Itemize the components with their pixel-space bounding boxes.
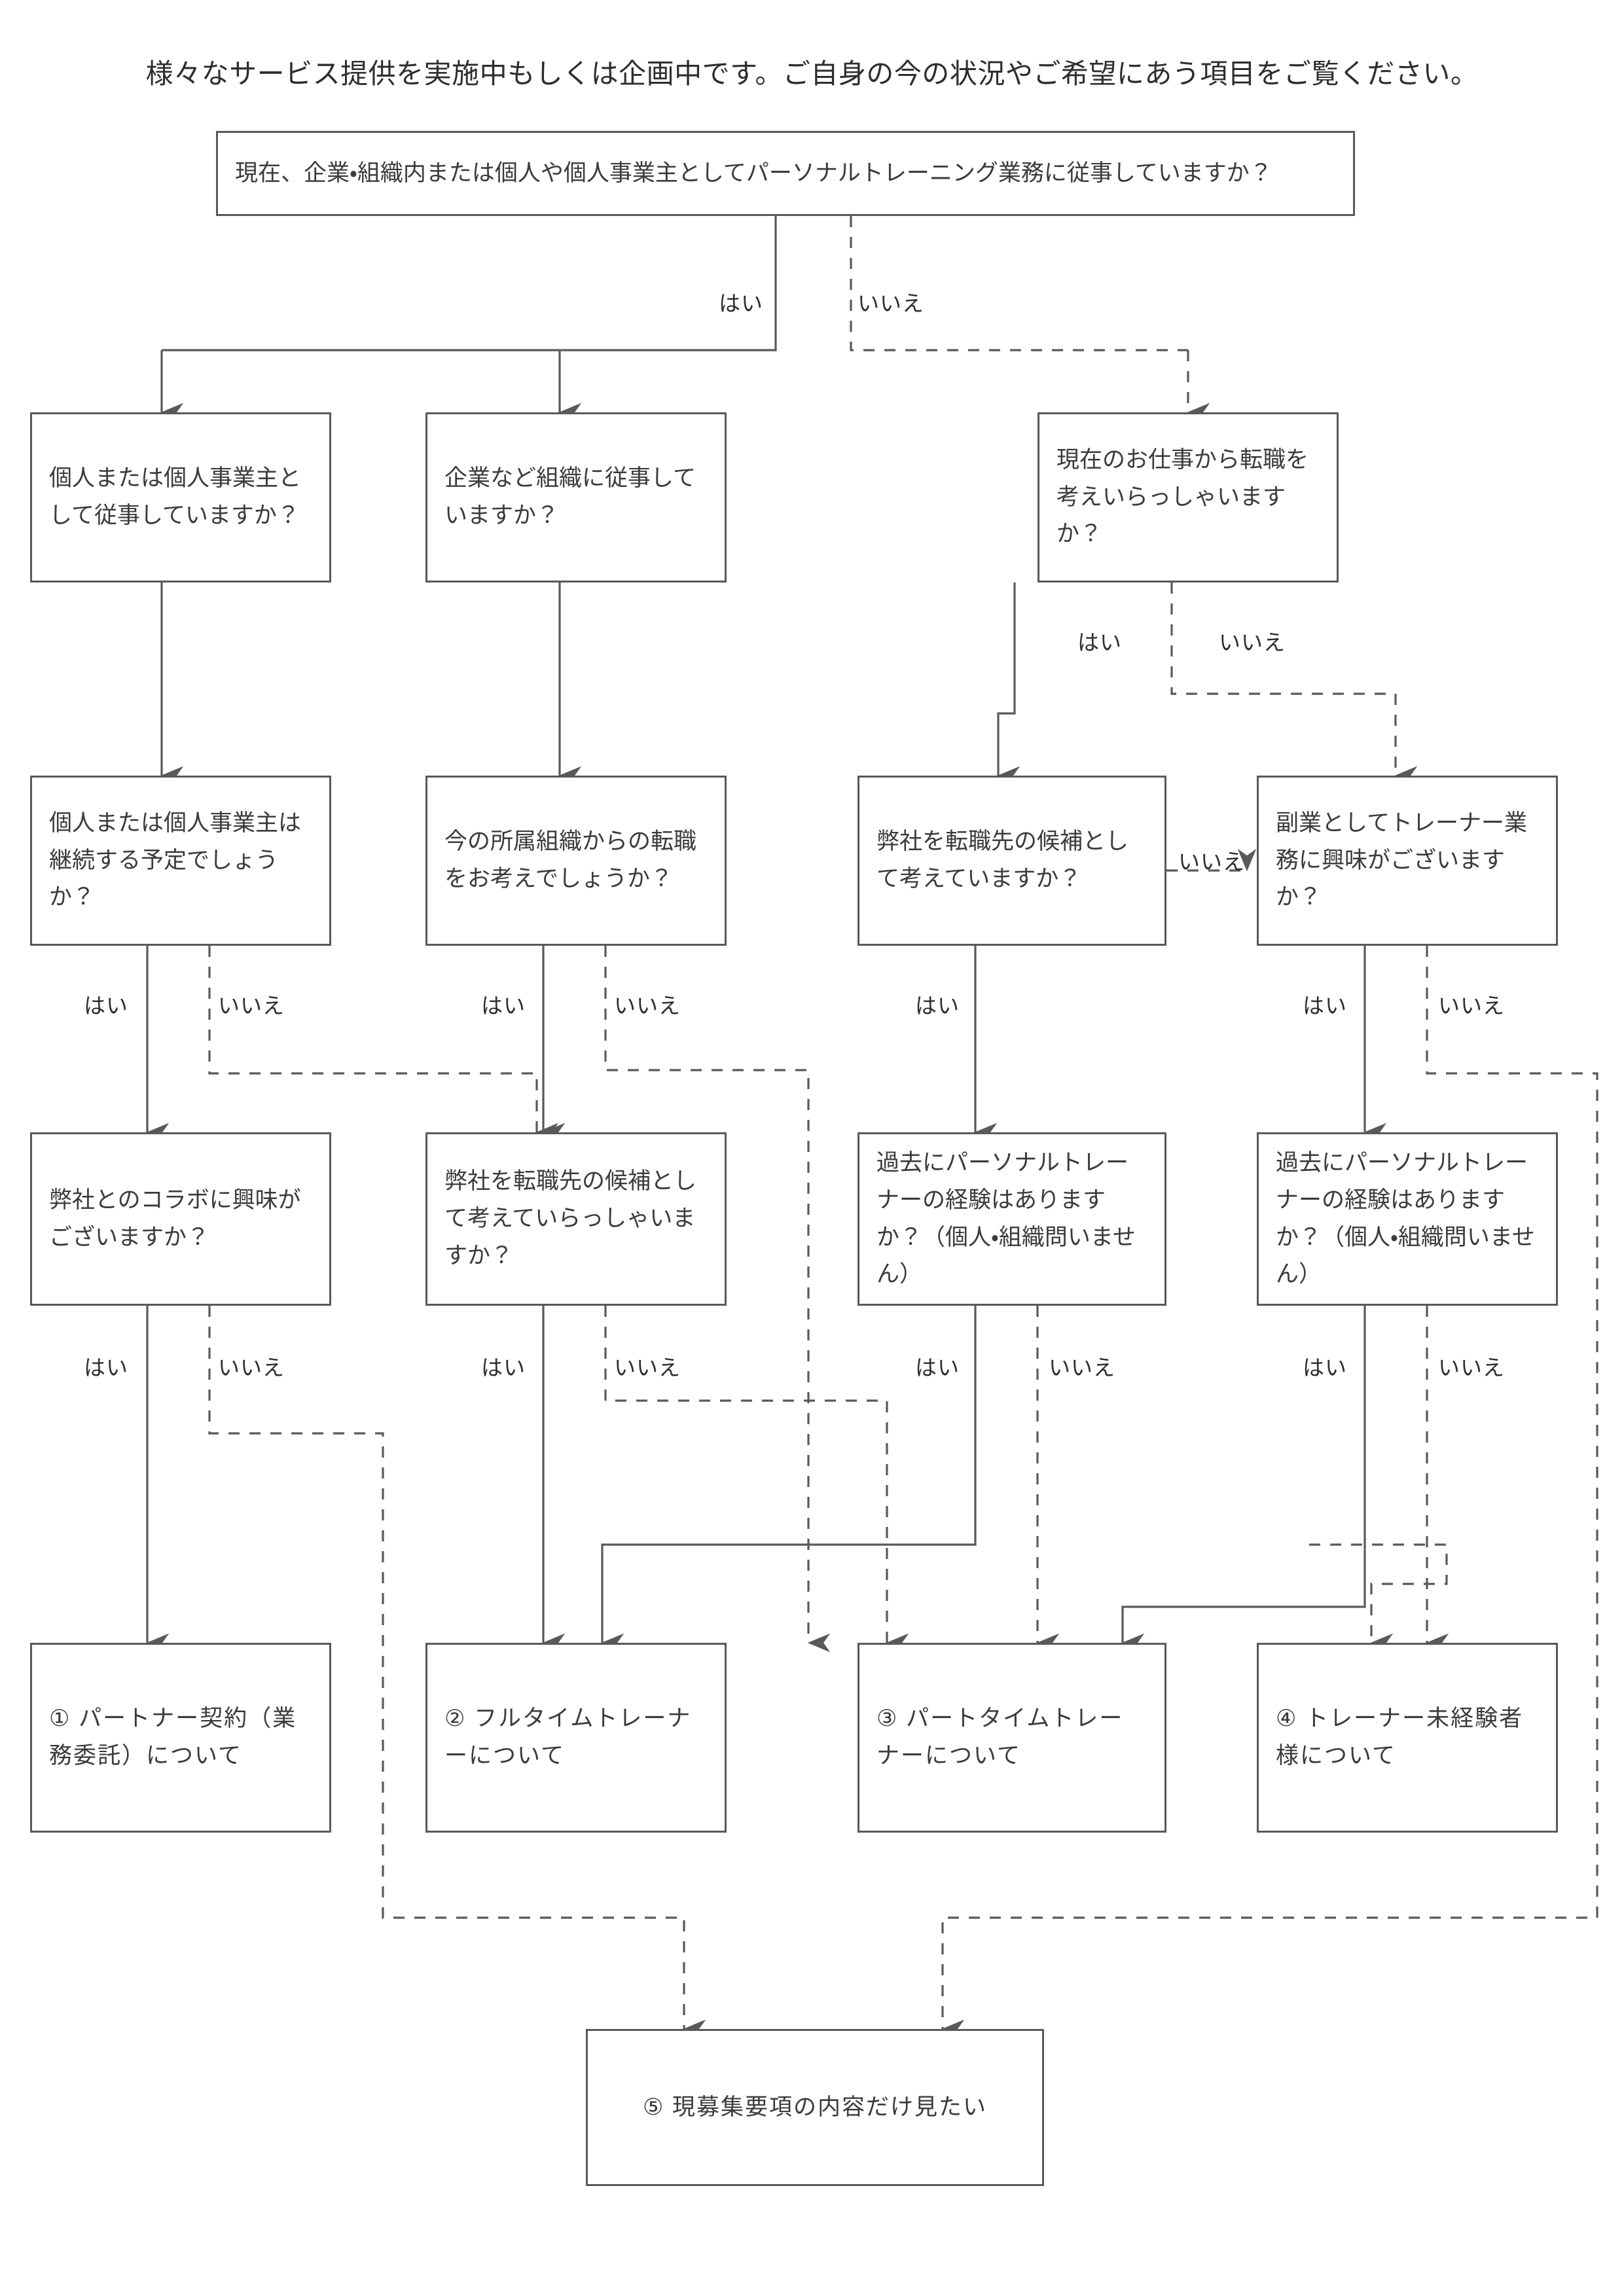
edge-label-sidejob-no: いいえ <box>1438 994 1505 1018</box>
node-result-inexperienced-text: ④ トレーナー未経験者様について <box>1276 1706 1524 1768</box>
node-q-experience-c[interactable]: 過去にパーソナルトレーナーの経験はありますか？（個人・組織問いません） <box>857 1132 1166 1306</box>
node-result-parttime-text: ③ パートタイムトレーナーについて <box>876 1706 1124 1768</box>
node-q-candidate-short-text: 弊社を転職先の候補として考えていますか？ <box>876 829 1129 891</box>
edge-root-no-trunk <box>850 216 1188 351</box>
edge-label-expd-yes: はい <box>1303 1355 1347 1380</box>
node-q-individual-text: 個人または個人事業主として従事していますか？ <box>49 465 302 528</box>
edge-root-yes-trunk <box>162 216 777 351</box>
node-q-experience-c-text: 過去にパーソナルトレーナーの経験はありますか？（個人・組織問いません） <box>876 1150 1136 1287</box>
node-result-fulltime[interactable]: ② フルタイムトレーナーについて <box>425 1643 727 1833</box>
node-q-collab-text: 弊社とのコラボに興味がございますか？ <box>49 1187 301 1250</box>
node-q-side-job-text: 副業としてトレーナー業務に興味がございますか？ <box>1276 810 1527 910</box>
node-result-requirements-text: ⑤ 現募集要項の内容だけ見たい <box>642 2094 988 2120</box>
node-q-root[interactable]: 現在、企業・組織内または個人や個人事業主としてパーソナルトレーニング業務に従事し… <box>216 131 1355 216</box>
edge-expd-extra <box>1309 1543 1448 1653</box>
edge-continue-no <box>208 946 559 1142</box>
edge-label-root-yes: はい <box>719 291 763 315</box>
page-title: 様々なサービス提供を実施中もしくは企画中です。ご自身の今の状況やご希望にあう項目… <box>145 58 1479 89</box>
node-q-change-job-text: 現在のお仕事から転職を考えいらっしゃいますか？ <box>1056 446 1309 547</box>
node-q-experience-d[interactable]: 過去にパーソナルトレーナーの経験はありますか？（個人・組織問いません） <box>1257 1132 1558 1306</box>
node-q-candidate-long-text: 弊社を転職先の候補として考えていらっしゃいますか？ <box>444 1168 697 1268</box>
edge-label-changejob-yes: はい <box>1077 630 1122 655</box>
node-q-transfer-current[interactable]: 今の所属組織からの転職をお考えでしょうか？ <box>425 776 727 946</box>
edge-label-candidate-no-side: いいえ <box>1178 850 1245 874</box>
edge-label-transfer-yes: はい <box>481 994 526 1018</box>
edge-label-changejob-no: いいえ <box>1219 630 1286 655</box>
node-q-side-job[interactable]: 副業としてトレーナー業務に興味がございますか？ <box>1257 776 1558 946</box>
edge-sidejob-no <box>941 946 1598 2039</box>
node-q-continue-individual[interactable]: 個人または個人事業主は継続する予定でしょうか？ <box>30 776 331 946</box>
edge-label-collab-no: いいえ <box>218 1355 285 1380</box>
node-result-fulltime-text: ② フルタイムトレーナーについて <box>444 1706 692 1768</box>
node-q-candidate-long[interactable]: 弊社を転職先の候補として考えていらっしゃいますか？ <box>425 1132 727 1306</box>
node-result-parttime[interactable]: ③ パートタイムトレーナーについて <box>857 1643 1166 1833</box>
edge-changejob-no <box>1170 583 1418 785</box>
node-q-transfer-current-text: 今の所属組織からの転職をお考えでしょうか？ <box>444 829 697 891</box>
edge-label-sidejob-yes: はい <box>1303 994 1347 1018</box>
node-q-individual[interactable]: 個人または個人事業主として従事していますか？ <box>30 412 331 583</box>
node-q-company[interactable]: 企業など組織に従事していますか？ <box>425 412 727 583</box>
node-q-root-text: 現在、企業・組織内または個人や個人事業主としてパーソナルトレーニング業務に従事し… <box>235 160 1272 186</box>
node-q-candidate-short[interactable]: 弊社を転職先の候補として考えていますか？ <box>857 776 1166 946</box>
node-q-collab[interactable]: 弊社とのコラボに興味がございますか？ <box>30 1132 331 1306</box>
edge-label-root-no: いいえ <box>857 291 924 315</box>
edge-label-expc-no: いいえ <box>1049 1355 1115 1380</box>
edge-label-transfer-no: いいえ <box>614 994 681 1018</box>
edge-label-continue-no: いいえ <box>218 994 285 1018</box>
edge-label-candidateshort-yes: はい <box>915 994 960 1018</box>
edge-label-expc-yes: はい <box>915 1355 960 1380</box>
node-q-change-job[interactable]: 現在のお仕事から転職を考えいらっしゃいますか？ <box>1038 412 1339 583</box>
edge-changejob-yes <box>997 583 1020 785</box>
edge-label-collab-yes: はい <box>84 1355 128 1380</box>
node-result-requirements[interactable]: ⑤ 現募集要項の内容だけ見たい <box>586 2029 1044 2186</box>
node-result-partner-text: ① パートナー契約（業務委託）について <box>49 1706 297 1768</box>
node-result-inexperienced[interactable]: ④ トレーナー未経験者様について <box>1257 1643 1558 1833</box>
node-q-continue-individual-text: 個人または個人事業主は継続する予定でしょうか？ <box>49 810 302 910</box>
node-q-experience-d-text: 過去にパーソナルトレーナーの経験はありますか？（個人・組織問いません） <box>1276 1150 1535 1287</box>
edge-label-continue-yes: はい <box>84 994 128 1018</box>
edge-label-candidatelong-no: いいえ <box>614 1355 681 1380</box>
node-result-partner[interactable]: ① パートナー契約（業務委託）について <box>30 1643 331 1833</box>
node-q-company-text: 企業など組織に従事していますか？ <box>444 465 696 528</box>
edge-label-candidatelong-yes: はい <box>481 1355 526 1380</box>
edge-label-expd-no: いいえ <box>1438 1355 1505 1380</box>
